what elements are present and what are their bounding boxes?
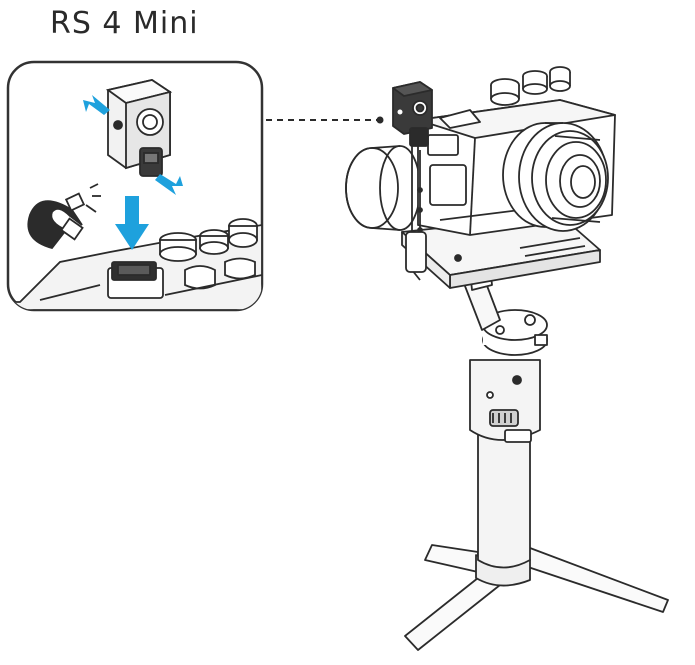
- press-arrow-icon: [155, 174, 183, 195]
- callout-connector: [266, 116, 384, 124]
- magnet-icon: [27, 183, 101, 250]
- gimbal-with-camera: [345, 66, 669, 651]
- press-arrow-icon: [83, 95, 110, 115]
- panel-camera-top: [8, 218, 262, 310]
- camera-lens: [502, 122, 609, 232]
- down-arrow-icon: [115, 196, 149, 250]
- product-title: RS 4 Mini: [50, 6, 199, 41]
- tilt-motor: [345, 145, 421, 231]
- inset-detail-panel: [6, 60, 264, 312]
- gimbal-handle: [469, 359, 541, 569]
- tripod: [404, 544, 669, 651]
- pan-motor: [482, 309, 548, 356]
- sensor-module-mounted: [392, 81, 433, 281]
- panel-sensor-module: [105, 79, 173, 177]
